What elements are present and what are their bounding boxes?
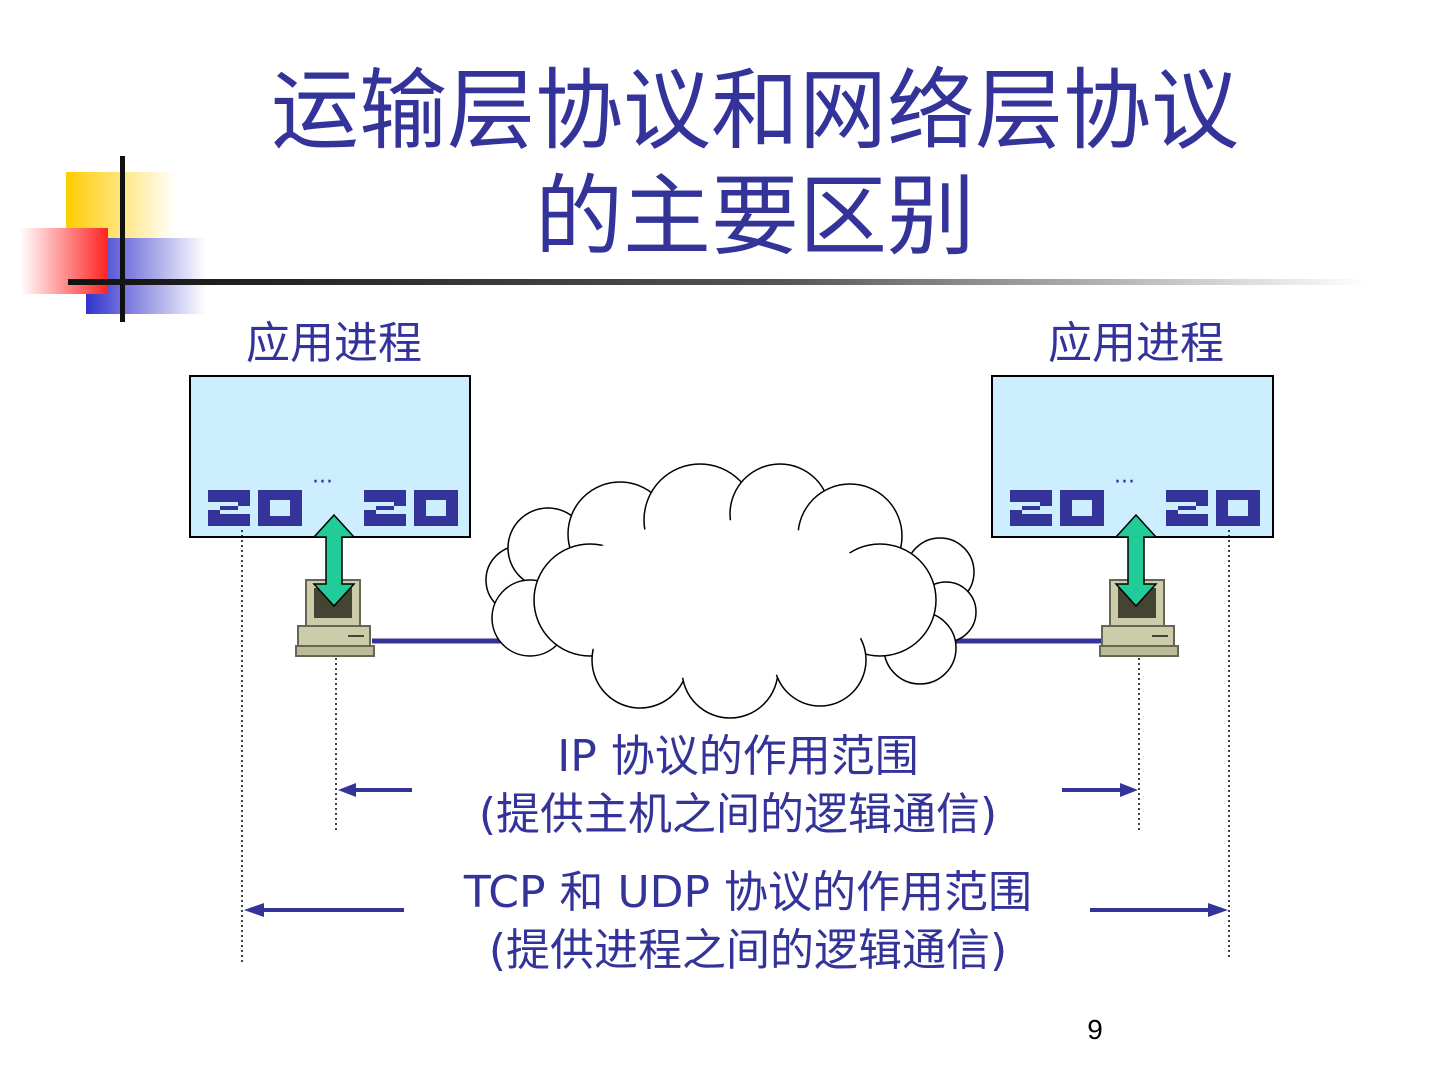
- ip-scope-right-arrowhead: [1120, 783, 1138, 797]
- title-line-1: 运输层协议和网络层协议: [270, 59, 1239, 162]
- right-double-arrow-icon: [1114, 513, 1158, 608]
- left-port-dots: ···: [312, 470, 333, 495]
- tcp-scope-left-arrowhead: [244, 903, 264, 917]
- ip-scope-line-1: IP 协议的作用范围: [557, 731, 919, 782]
- tcp-scope-line-1: TCP 和 UDP 协议的作用范围: [463, 867, 1033, 918]
- corner-decoration: [20, 156, 206, 322]
- network-cloud: [485, 463, 977, 719]
- ip-scope-label: IP 协议的作用范围 (提供主机之间的逻辑通信): [420, 728, 1056, 844]
- right-process-label: 应用进程: [1048, 318, 1224, 369]
- tcp-udp-scope-label: TCP 和 UDP 协议的作用范围 (提供进程之间的逻辑通信): [410, 864, 1086, 980]
- ip-scope-left-arrowhead: [338, 783, 356, 797]
- left-double-arrow-icon: [312, 513, 356, 608]
- left-process-box: [189, 375, 471, 538]
- vertical-bar: [120, 156, 125, 322]
- right-port-dots: ···: [1114, 470, 1135, 495]
- tcp-scope-line-2: (提供进程之间的逻辑通信): [488, 925, 1008, 976]
- left-process-label: 应用进程: [246, 318, 422, 369]
- title-line-2: 的主要区别: [534, 165, 975, 268]
- ip-scope-line-2: (提供主机之间的逻辑通信): [478, 789, 998, 840]
- title-underline: [68, 279, 1368, 285]
- slide-title: 运输层协议和网络层协议 的主要区别: [200, 58, 1310, 270]
- page-number: 9: [1087, 1014, 1103, 1045]
- right-process-box: [991, 375, 1274, 538]
- tcp-scope-right-arrowhead: [1208, 903, 1228, 917]
